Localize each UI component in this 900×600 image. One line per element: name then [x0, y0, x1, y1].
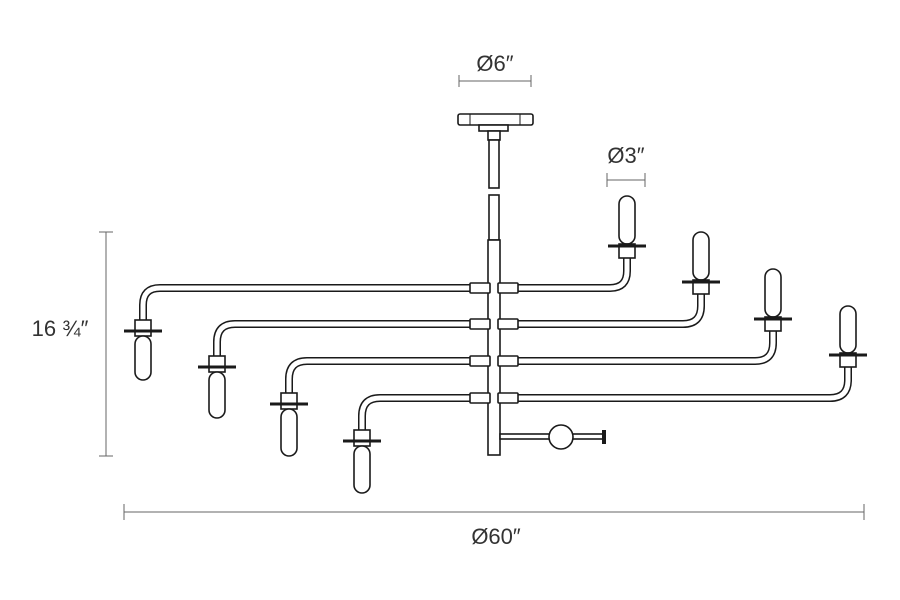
bulb-right-3	[754, 268, 792, 332]
bulb-left-1	[124, 319, 162, 381]
arm-right-1	[517, 258, 631, 292]
arm-left-3	[285, 357, 471, 393]
bulb-right-2	[682, 231, 720, 295]
bulb-diameter-label: Ø3″	[607, 143, 644, 168]
arm-right-2	[517, 294, 705, 328]
canopy-diameter-label: Ø6″	[476, 51, 513, 76]
overall-height-label: 16 ¾″	[32, 316, 89, 341]
finial-rod	[499, 424, 606, 450]
center-column	[469, 239, 519, 456]
arm-left-4	[358, 394, 471, 430]
height-dimension: 16 ¾″	[32, 231, 113, 457]
bulb-left-2	[198, 355, 236, 419]
bulb-right-4	[829, 305, 867, 368]
overall-diameter-label: Ø60″	[471, 524, 521, 549]
arm-left-2	[213, 320, 471, 356]
arm-right-3	[517, 331, 777, 365]
stem	[488, 139, 500, 241]
bulb-dimension: Ø3″	[606, 143, 646, 187]
width-dimension: Ø60″	[123, 504, 865, 549]
arm-right-4	[517, 367, 852, 402]
bulb-left-3	[270, 392, 308, 457]
column-collars	[469, 282, 519, 404]
bulb-left-4	[343, 429, 381, 494]
arm-left-1	[139, 284, 471, 320]
canopy-dimension: Ø6″	[458, 51, 532, 87]
canopy	[457, 113, 534, 141]
bulb-right-1	[608, 195, 646, 259]
arms	[139, 258, 852, 430]
